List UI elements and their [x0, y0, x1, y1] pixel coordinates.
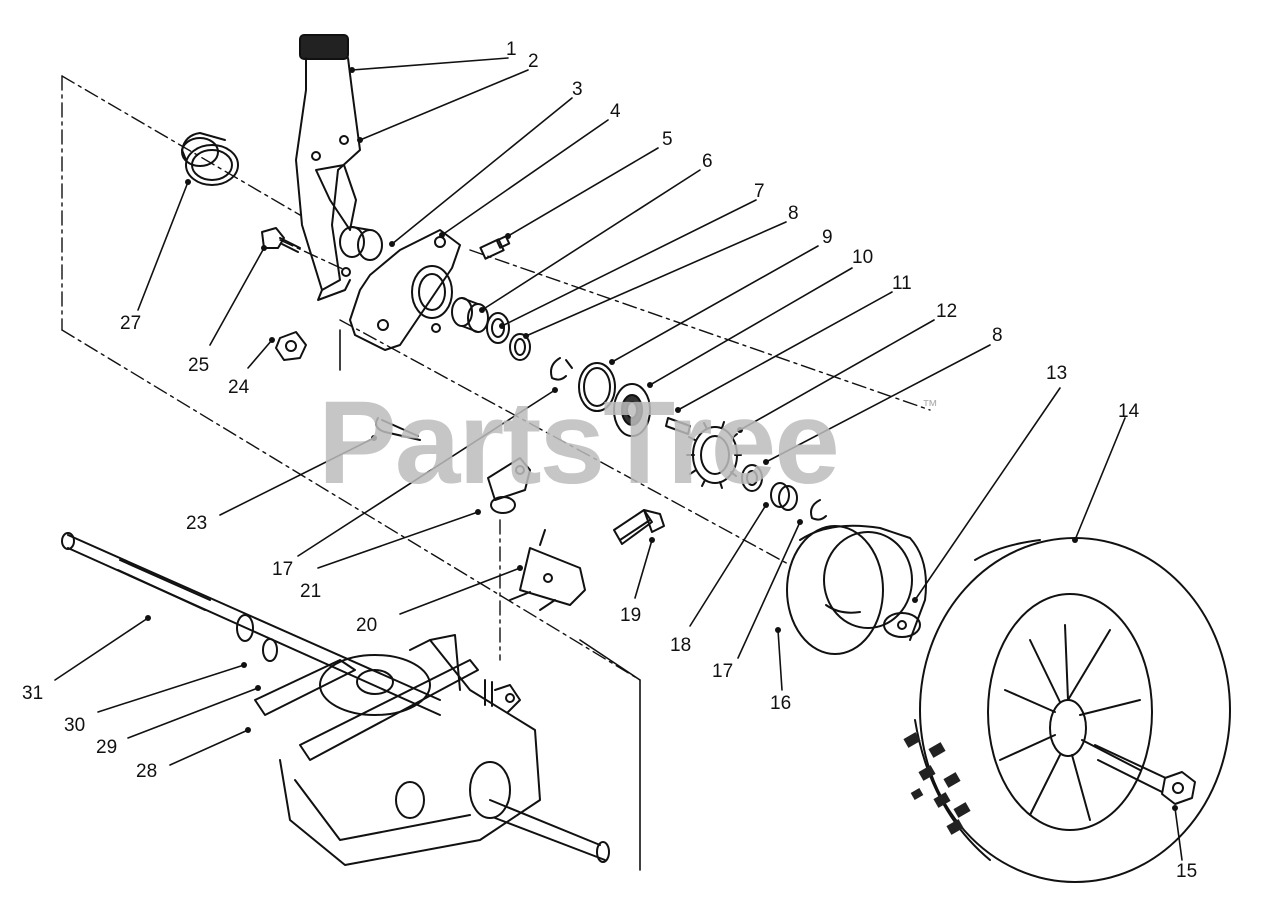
watermark-text: PartsTree: [318, 377, 840, 509]
part-4-bracket: [339, 226, 461, 351]
frame-lines: [339, 329, 641, 871]
callout-2: 2: [528, 51, 539, 72]
callout-8a: 8: [788, 203, 799, 224]
part-19-bolt: [613, 509, 665, 545]
callout-25: 25: [188, 355, 210, 376]
part-11-key: [665, 417, 691, 435]
callout-30: 30: [64, 715, 86, 736]
part-17b-clip: [810, 499, 827, 521]
callout-3: 3: [572, 79, 583, 100]
callout-1: 1: [506, 39, 517, 60]
callout-21: 21: [300, 581, 322, 602]
part-23-pin: [375, 417, 421, 441]
drive-shaft: [61, 532, 479, 761]
callout-23: 23: [186, 513, 208, 534]
callout-8b: 8: [992, 325, 1003, 346]
part-27-bushing: [181, 132, 239, 186]
part-10-bearing: [613, 383, 651, 437]
tread-blocks: [903, 732, 971, 835]
callout-17b: 17: [712, 661, 734, 682]
part-15-bolt: [1094, 744, 1196, 805]
callout-27: 27: [120, 313, 142, 334]
part-21-knob: [487, 457, 531, 514]
assembly-axes: [61, 75, 931, 681]
part-6-spacer: [451, 297, 489, 333]
watermark-trademark: ™: [922, 398, 938, 415]
part-18-bushing: [770, 482, 798, 511]
callout-16: 16: [770, 693, 792, 714]
callout-31: 31: [22, 683, 44, 704]
callout-20: 20: [356, 615, 378, 636]
part-12-gear: [686, 421, 742, 489]
part-1-lever: [295, 34, 361, 301]
part-8b-washer: [741, 464, 763, 492]
callout-29: 29: [96, 737, 118, 758]
callout-17a: 17: [272, 559, 294, 580]
part-16-hubcap: [786, 524, 927, 655]
part-17-clip: [550, 357, 573, 381]
part-20-bracket: [509, 529, 586, 611]
part-5-bolt: [479, 235, 511, 260]
callout-19: 19: [620, 605, 642, 626]
callout-9: 9: [822, 227, 833, 248]
callout-6: 6: [702, 151, 713, 172]
arrow-heads: [145, 67, 1178, 811]
callout-14: 14: [1118, 401, 1140, 422]
part-9-ring: [578, 362, 616, 412]
callout-10: 10: [852, 247, 874, 268]
callout-11: 11: [892, 273, 912, 294]
part-24-nut: [275, 331, 307, 361]
callout-7: 7: [754, 181, 765, 202]
callout-5: 5: [662, 129, 673, 150]
transmission-housing: [279, 634, 610, 866]
callout-12: 12: [936, 301, 958, 322]
part-8-washer: [509, 333, 531, 361]
leader-lines: [54, 57, 1183, 861]
callout-24: 24: [228, 377, 250, 398]
part-7-washer: [486, 312, 510, 344]
callout-18: 18: [670, 635, 692, 656]
callout-4: 4: [610, 101, 621, 122]
callout-15: 15: [1176, 861, 1198, 882]
callout-13: 13: [1046, 363, 1068, 384]
callout-28: 28: [136, 761, 158, 782]
part-14-wheel: [903, 537, 1231, 883]
